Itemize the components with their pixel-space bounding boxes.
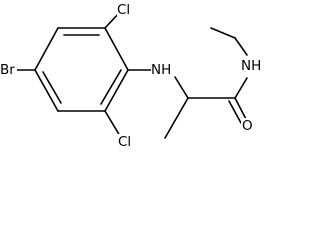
o-label: O: [242, 118, 253, 134]
atom-label-cl-top: Cl: [117, 2, 133, 18]
atom-label-cl-bottom: Cl: [118, 134, 134, 150]
bond-carbonyl-o-double: [228, 100, 242, 124]
bond-nh-ch: [174, 76, 189, 99]
atom-label-nh-amine: NH: [151, 62, 172, 78]
ring-bond: [104, 27, 129, 71]
atom-label-o: O: [241, 118, 253, 134]
ring-bond: [34, 27, 59, 71]
atom-label-nh-amide: NH: [241, 58, 262, 74]
bond-ch-methyl: [164, 97, 189, 139]
bond-carbonyl-nh: [234, 77, 248, 99]
nh-amine-label: NH: [151, 62, 171, 78]
cl-top-label: Cl: [117, 2, 130, 18]
bond-carbonyl-o: [234, 97, 248, 122]
ring-bond: [104, 69, 129, 112]
bond-methyl: [210, 27, 236, 39]
cl-bottom-label: Cl: [118, 134, 131, 150]
br-label: Br: [0, 62, 15, 78]
nh-amide-label: NH: [241, 58, 261, 74]
ring-double-bond-inner: [42, 71, 62, 104]
benzene-ring: [34, 27, 129, 112]
bond-ring-cl-bottom: [104, 110, 121, 137]
ring-double-bond-inner: [100, 69, 122, 105]
atom-label-br: Br: [0, 62, 17, 78]
bond-nh-methyl: [234, 37, 248, 56]
chemical-structure-diagram: Br Cl Cl NH NH O: [0, 2, 262, 150]
ring-bond: [34, 69, 59, 112]
